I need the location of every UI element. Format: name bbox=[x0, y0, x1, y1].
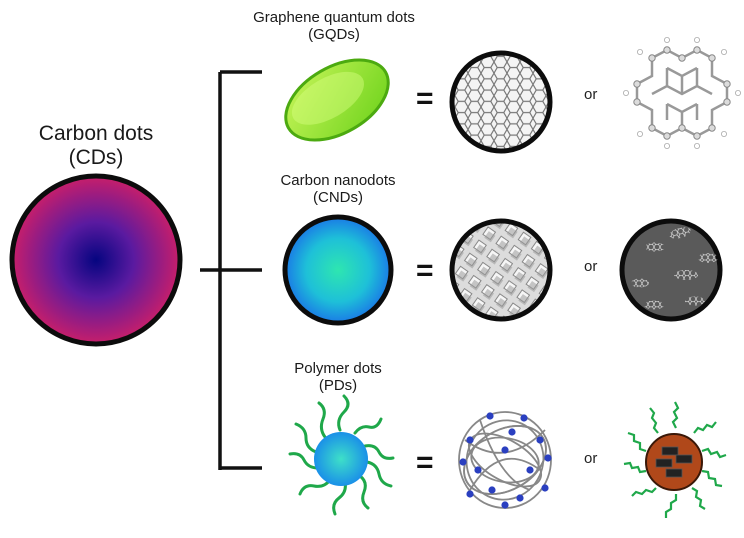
or-text-gqd: or bbox=[584, 86, 598, 103]
cds-sphere-icon bbox=[9, 173, 183, 347]
gqd-label-line1: Graphene quantum dots bbox=[253, 9, 415, 26]
cnd-amorphous-domains-icon bbox=[619, 218, 723, 322]
cds-title-line1: Carbon dots bbox=[38, 122, 154, 145]
polymer-network-icon bbox=[458, 411, 552, 509]
pd-label-line2: (PDs) bbox=[318, 377, 358, 395]
pd-label-line1: Polymer dots bbox=[294, 360, 382, 377]
gqd-disc-icon bbox=[284, 58, 390, 142]
cds-title-line2: (CDs) bbox=[68, 146, 124, 170]
cnd-label-line2: (CNDs) bbox=[313, 189, 363, 207]
cds-title: Carbon dots (CDs) bbox=[8, 122, 184, 170]
cnd-label-line1: Carbon nanodots bbox=[280, 172, 396, 189]
polymer-composite-icon bbox=[623, 401, 727, 518]
gqd-label: Graphene quantum dots (GQDs) bbox=[236, 9, 432, 44]
equals-sign-cnd: = bbox=[416, 254, 434, 287]
polymer-dot-icon bbox=[288, 394, 395, 516]
cnd-crystal-lattice-icon bbox=[449, 218, 553, 322]
graphene-molecule-icon bbox=[623, 37, 742, 149]
classification-bracket bbox=[200, 70, 262, 470]
equals-sign-gqd: = bbox=[416, 82, 434, 115]
or-text-pd: or bbox=[584, 450, 598, 467]
pd-label: Polymer dots (PDs) bbox=[268, 360, 408, 395]
graphene-lattice-icon bbox=[449, 50, 553, 154]
cnd-label: Carbon nanodots (CNDs) bbox=[256, 172, 420, 207]
or-text-cnd: or bbox=[584, 258, 598, 275]
cnd-sphere-icon bbox=[282, 214, 394, 326]
gqd-label-line2: (GQDs) bbox=[308, 26, 360, 44]
equals-sign-pd: = bbox=[416, 446, 434, 479]
